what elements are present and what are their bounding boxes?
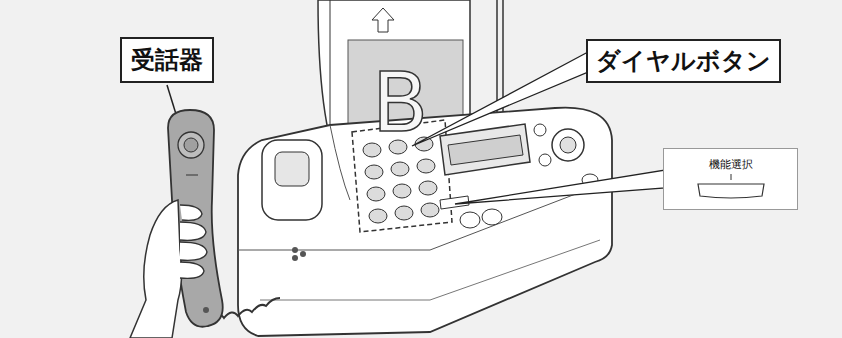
button-symbol xyxy=(696,174,766,200)
callout-text: ダイヤルボタン xyxy=(596,45,771,77)
callout-box: 受話器 xyxy=(120,37,214,83)
callout-text: 機能選択 xyxy=(709,157,753,172)
document-letter: B xyxy=(372,62,428,144)
callout-text: 受話器 xyxy=(131,44,203,76)
key-callout-box: 機能選択 xyxy=(663,148,798,210)
callout-box: ダイヤルボタン xyxy=(586,39,781,83)
